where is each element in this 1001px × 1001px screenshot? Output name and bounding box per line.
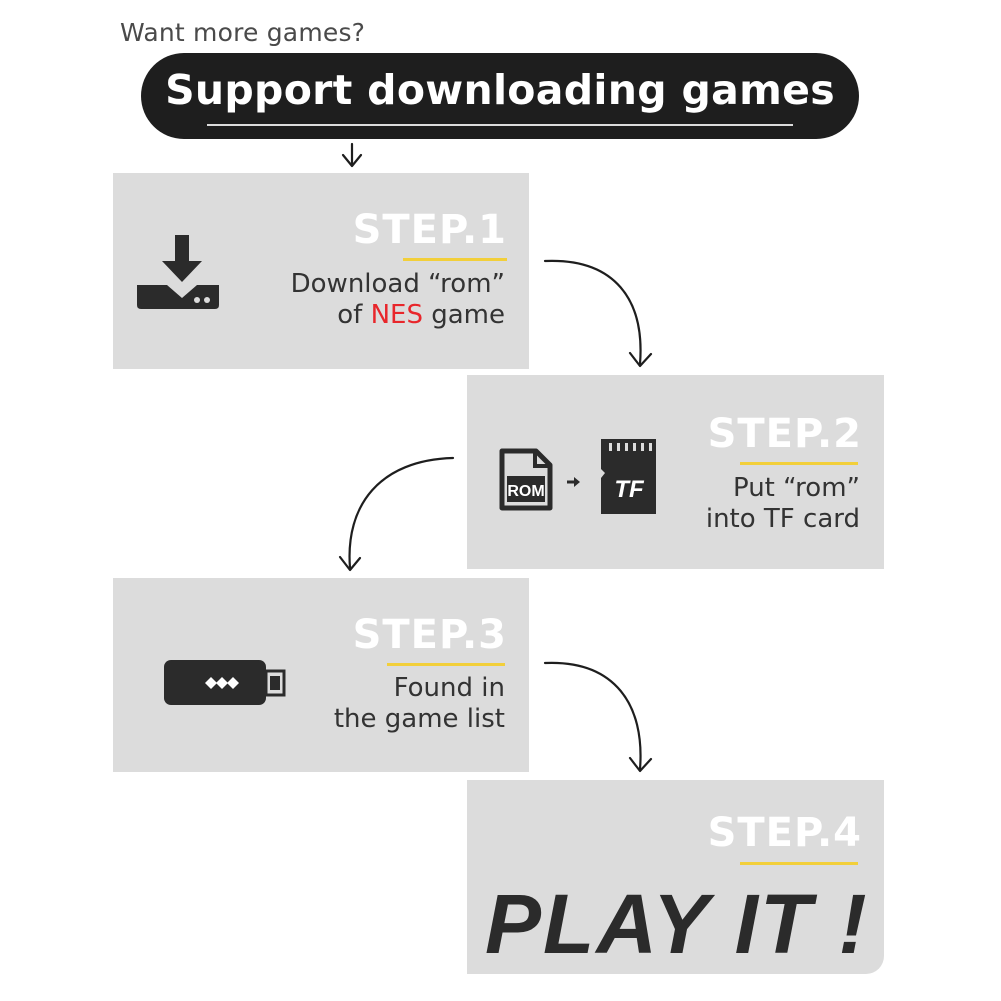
game-stick-icon xyxy=(164,660,286,705)
nes-highlight: NES xyxy=(370,300,423,330)
tf-label: TF xyxy=(614,476,645,503)
step-4-underline xyxy=(740,862,858,865)
step-1-description: Download “rom” of NES game xyxy=(291,269,505,331)
step-1-panel: STEP.1 Download “rom” of NES game xyxy=(113,173,529,369)
arrow-step2-to-step3 xyxy=(338,456,455,572)
step-2-panel: STEP.2 Put “rom” into TF card ROM TF xyxy=(467,375,884,569)
step-1-line1: Download “rom” xyxy=(290,269,505,299)
step-3-line1: Found in xyxy=(393,673,505,703)
arrow-step1-to-step2 xyxy=(543,259,653,368)
step-2-title: STEP.2 xyxy=(707,411,862,457)
arrow-banner-to-step1 xyxy=(341,142,363,168)
step-2-line1: Put “rom” xyxy=(732,473,860,503)
step-3-panel: STEP.3 Found in the game list xyxy=(113,578,529,772)
step-2-line2: into TF card xyxy=(705,504,860,534)
step-3-line2: the game list xyxy=(333,704,505,734)
step-4-title: STEP.4 xyxy=(707,810,862,856)
play-it-text: PLAY IT ! xyxy=(485,877,869,971)
rom-to-tf-icon: ROM TF xyxy=(499,439,656,514)
step-2-description: Put “rom” into TF card xyxy=(706,473,860,535)
banner-divider xyxy=(207,124,793,126)
step-2-underline xyxy=(740,462,858,465)
download-icon xyxy=(137,235,219,309)
step-1-title: STEP.1 xyxy=(352,207,507,253)
step-3-title: STEP.3 xyxy=(352,612,507,658)
header-banner: Support downloading games xyxy=(141,53,859,139)
step-4-panel: STEP.4 PLAY IT ! xyxy=(467,780,884,974)
banner-title: Support downloading games xyxy=(165,66,835,114)
arrow-step3-to-step4 xyxy=(543,661,653,773)
rom-label: ROM xyxy=(507,483,544,500)
step-3-description: Found in the game list xyxy=(334,673,505,735)
step-1-line2: of NES game xyxy=(337,300,505,330)
top-question: Want more games? xyxy=(120,18,366,47)
step-3-underline xyxy=(387,663,505,666)
step-1-underline xyxy=(403,258,507,261)
